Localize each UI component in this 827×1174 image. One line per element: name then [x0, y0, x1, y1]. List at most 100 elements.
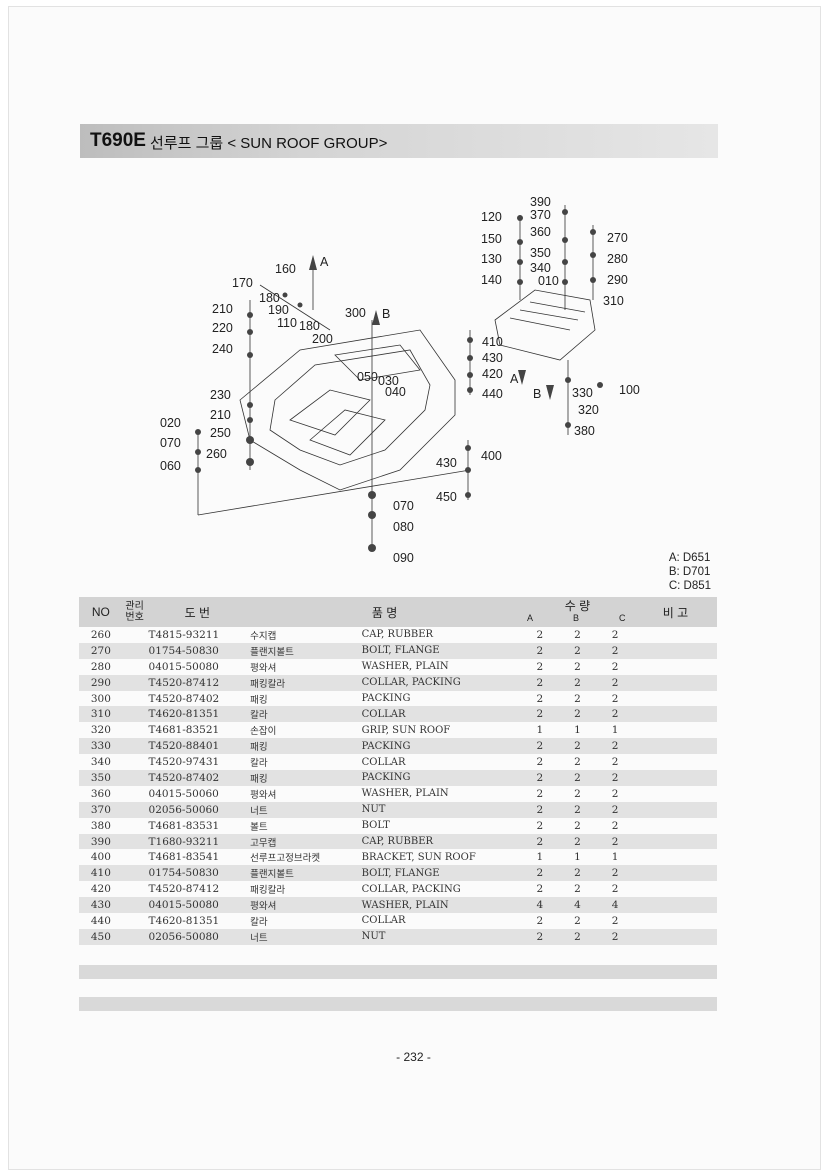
header-name: 품 명 — [248, 597, 522, 627]
callout-430-lower: 430 — [436, 456, 457, 470]
row-part-number: T4520-87412 — [146, 674, 249, 691]
row-qty-c: 2 — [596, 770, 634, 786]
row-mgmt — [123, 627, 147, 643]
row-qty-b: 1 — [574, 851, 581, 864]
callout-010: 010 — [538, 274, 559, 288]
row-no: 340 — [90, 756, 111, 769]
row-part-number: T4620-81351 — [146, 706, 249, 723]
row-mgmt — [123, 659, 147, 675]
row-part-number: 01754-50830 — [146, 642, 249, 659]
callout-380: 380 — [574, 424, 595, 438]
row-remark — [634, 881, 717, 897]
row-qty-c: 2 — [611, 883, 619, 896]
row-qty-c: 2 — [596, 642, 634, 659]
row-name-en: BOLT — [361, 820, 390, 832]
callout-230: 230 — [210, 388, 231, 402]
callout-390: 390 — [530, 195, 551, 209]
row-remark — [633, 738, 717, 755]
table-filler-band-1 — [79, 965, 717, 979]
row-name-kr: 패킹 — [250, 694, 268, 706]
row-qty-a: 2 — [536, 756, 544, 769]
row-remark — [634, 818, 717, 834]
row-qty-b: 2 — [558, 770, 597, 786]
row-remark — [634, 627, 717, 643]
callout-B-right: B — [533, 387, 541, 401]
callout-200: 200 — [312, 332, 333, 346]
row-no: 370 — [79, 801, 123, 818]
row-qty-c: 2 — [611, 819, 619, 832]
row-mgmt — [122, 706, 147, 723]
callout-290: 290 — [607, 273, 628, 287]
row-qty-b: 2 — [574, 914, 581, 927]
row-remark — [634, 722, 717, 738]
row-part-number: 02056-50060 — [146, 801, 249, 818]
row-mgmt — [123, 818, 147, 834]
row-name-kr: 수지캡 — [250, 630, 277, 642]
row-part-number: T4520-97431 — [148, 756, 220, 769]
header-qty: 수 량 A B C — [521, 597, 634, 627]
header-mgmt: 관리 번호 — [122, 597, 147, 627]
row-qty-c: 2 — [611, 660, 619, 673]
row-mgmt — [122, 897, 147, 914]
row-remark — [633, 642, 717, 659]
row-name-kr: 평와셔 — [250, 662, 277, 674]
row-qty-a: 2 — [536, 787, 544, 800]
row-qty-a: 2 — [521, 738, 559, 755]
callout-160: 160 — [275, 262, 296, 276]
callout-360: 360 — [530, 225, 551, 239]
row-part-number: T4520-87412 — [148, 883, 220, 896]
callout-180-upper: 180 — [259, 291, 280, 305]
row-qty-c: 2 — [611, 692, 619, 705]
callout-190: 190 — [268, 303, 289, 317]
callout-320: 320 — [578, 403, 599, 417]
row-no: 350 — [79, 770, 123, 786]
callout-220: 220 — [212, 321, 233, 335]
callout-040: 040 — [385, 385, 406, 399]
row-name-kr: 평와셔 — [250, 789, 277, 801]
row-qty-c: 2 — [596, 865, 634, 882]
row-mgmt — [123, 691, 147, 707]
callout-070-left: 070 — [160, 436, 181, 450]
callout-340: 340 — [530, 261, 551, 275]
section-title-bar: T690E 선루프 그룹 < SUN ROOF GROUP> — [80, 124, 718, 158]
row-qty-a: 2 — [521, 833, 559, 850]
callout-070-bottom: 070 — [393, 499, 414, 513]
row-qty-b: 2 — [558, 674, 597, 691]
row-mgmt — [123, 913, 147, 929]
row-part-number: T4520-87402 — [148, 692, 220, 705]
row-part-number: 04015-50080 — [148, 660, 219, 673]
row-part-number: T1680-93211 — [146, 833, 249, 850]
row-name-kr: 고무캡 — [248, 833, 362, 850]
header-remark: 비 고 — [633, 597, 717, 627]
callout-350: 350 — [530, 246, 551, 260]
row-no: 420 — [90, 883, 111, 896]
row-qty-a: 4 — [521, 897, 559, 914]
row-remark — [634, 849, 717, 865]
row-qty-a: 2 — [521, 770, 559, 786]
row-qty-b: 2 — [558, 642, 597, 659]
row-remark — [633, 865, 717, 882]
roof-body-outline — [239, 329, 456, 491]
row-no: 310 — [79, 706, 123, 723]
callout-020: 020 — [160, 416, 181, 430]
row-name-en: WASHER, PLAIN — [361, 788, 449, 800]
row-qty-a: 2 — [536, 883, 544, 896]
callout-210-lower: 210 — [210, 408, 231, 422]
row-qty-c: 2 — [611, 914, 619, 927]
header-no: NO — [79, 597, 123, 627]
callout-050: 050 — [357, 370, 378, 384]
